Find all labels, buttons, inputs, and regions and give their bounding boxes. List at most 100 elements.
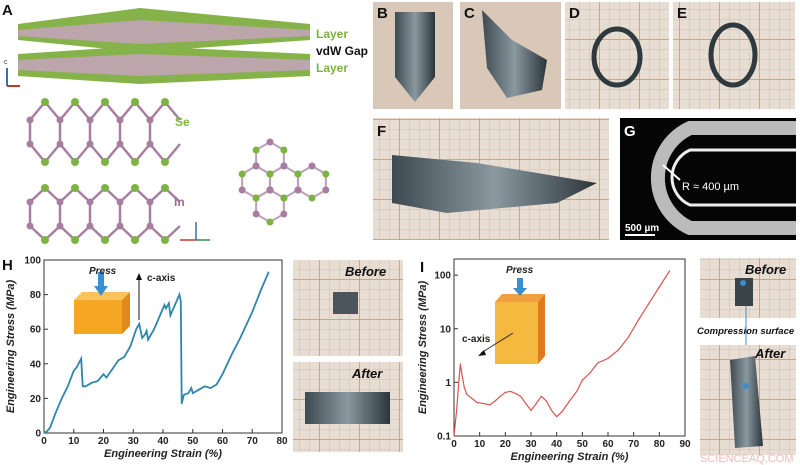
- data-point: [494, 400, 496, 402]
- x-tick-label: 70: [628, 439, 640, 450]
- in-atom: [146, 140, 154, 148]
- data-point: [230, 354, 233, 356]
- x-tick-label: 20: [98, 436, 110, 447]
- in-atom: [252, 210, 260, 218]
- se-atom: [252, 194, 260, 202]
- scale-bar-label: 500 µm: [625, 223, 659, 234]
- data-point: [561, 411, 563, 413]
- svg-text:c-axis: c-axis: [462, 334, 491, 345]
- data-point: [198, 389, 200, 391]
- data-point: [178, 294, 180, 296]
- x-tick-label: 60: [602, 439, 614, 450]
- y-tick-label: 100: [24, 256, 41, 267]
- svg-text:D: D: [569, 5, 580, 22]
- y-axis-label: Engineering Stress (MPa): [417, 281, 429, 415]
- panel-i-before-photo: Before: [700, 258, 796, 318]
- panel-c-photo: C: [460, 2, 561, 109]
- x-tick-label: 90: [679, 439, 691, 450]
- arrow-up-icon: [136, 273, 142, 280]
- svg-text:c-axis: c-axis: [147, 273, 176, 284]
- layer-label-bottom: Layer: [316, 61, 348, 75]
- data-point: [73, 370, 75, 372]
- data-point: [525, 403, 527, 405]
- in-atom: [86, 198, 94, 206]
- data-point: [627, 336, 630, 338]
- data-point: [123, 356, 125, 358]
- in-atom: [116, 222, 124, 230]
- data-point: [515, 392, 517, 395]
- data-point: [476, 401, 478, 404]
- watermark: SCIENCEAQ.COM: [700, 453, 794, 465]
- press-cube-inset: Press c-axis: [74, 266, 176, 334]
- svg-text:Press: Press: [89, 266, 117, 277]
- panel-label: A: [2, 2, 13, 19]
- in-atom: [280, 210, 288, 218]
- se-atom: [161, 98, 169, 106]
- in-atom: [308, 162, 316, 170]
- in-atom: [238, 186, 246, 194]
- data-point: [471, 397, 473, 400]
- svg-text:Press: Press: [506, 265, 534, 276]
- svg-text:H: H: [2, 257, 13, 274]
- in-atom: [26, 222, 34, 230]
- data-point: [138, 323, 140, 325]
- data-point: [135, 328, 137, 330]
- se-atom: [161, 158, 169, 166]
- se-atom: [101, 184, 109, 192]
- x-tick-label: 80: [276, 436, 288, 447]
- data-point: [55, 411, 57, 413]
- se-atom: [252, 146, 260, 154]
- in-atom: [146, 116, 154, 124]
- y-tick-label: 1: [445, 378, 451, 389]
- in-atom: [266, 138, 274, 146]
- in-atom: [266, 186, 274, 194]
- y-tick-label: 0.1: [437, 432, 451, 443]
- svg-text:Before: Before: [745, 262, 786, 277]
- se-atom: [131, 98, 139, 106]
- y-tick-label: 80: [30, 290, 42, 301]
- data-point: [80, 358, 82, 360]
- se-atom: [41, 184, 49, 192]
- data-point: [111, 368, 114, 370]
- plot-frame: [43, 259, 283, 434]
- x-tick-label: 0: [451, 439, 457, 450]
- y-tick-label: 10: [440, 324, 452, 335]
- data-point: [147, 338, 149, 341]
- data-point: [141, 337, 143, 339]
- se-atom: [41, 98, 49, 106]
- data-point: [180, 300, 182, 303]
- data-point: [165, 307, 167, 310]
- data-point: [550, 409, 553, 412]
- data-point: [210, 387, 212, 389]
- data-point: [67, 385, 69, 387]
- data-point: [117, 359, 119, 361]
- se-atom: [71, 98, 79, 106]
- se-atom: [238, 170, 246, 178]
- x-tick-label: 30: [525, 439, 537, 450]
- data-point: [96, 380, 99, 382]
- data-point: [455, 409, 458, 412]
- se-atom: [101, 98, 109, 106]
- x-tick-label: 80: [654, 439, 666, 450]
- svg-text:E: E: [677, 5, 687, 22]
- data-point: [251, 311, 253, 313]
- data-point: [204, 385, 206, 387]
- x-tick-label: 60: [217, 436, 229, 447]
- svg-text:B: B: [377, 5, 388, 22]
- panel-a-crystal-structure: A Layer vdW Gap Layer c Se In: [2, 2, 368, 244]
- se-in-chain-side-view: [26, 98, 181, 244]
- se-label: Se: [175, 115, 190, 129]
- radius-annotation: R ≈ 400 µm: [682, 181, 739, 193]
- data-point: [520, 395, 522, 397]
- vdw-gap-label: vdW Gap: [316, 44, 368, 58]
- in-atom: [146, 198, 154, 206]
- data-point: [607, 357, 609, 360]
- data-point: [463, 386, 465, 389]
- data-point: [509, 390, 512, 392]
- press-arrow-icon: [513, 288, 527, 296]
- panel-i-after-photo: After: [700, 345, 796, 455]
- data-point: [82, 385, 84, 387]
